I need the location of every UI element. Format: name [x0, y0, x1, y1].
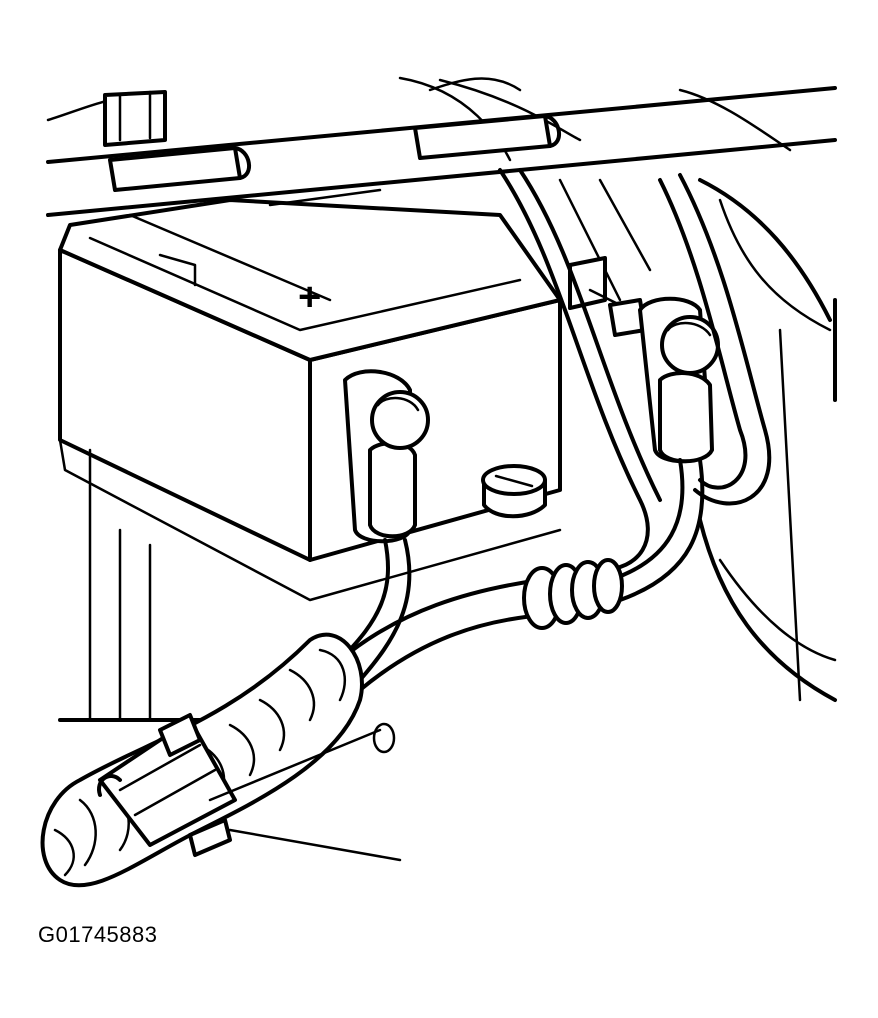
cable-grommet — [522, 558, 624, 630]
positive-terminal-clamp — [343, 369, 430, 544]
callout-leaders — [208, 722, 402, 862]
positive-terminal-sign: + — [298, 275, 321, 319]
battery-cables — [338, 168, 772, 692]
hold-down-bolt — [481, 464, 547, 519]
harness-clip — [97, 713, 237, 857]
ground-terminal — [568, 256, 720, 464]
figure-id-label: G01745883 — [38, 922, 158, 947]
crossbar — [46, 86, 837, 217]
engine-bay-background — [398, 76, 837, 702]
